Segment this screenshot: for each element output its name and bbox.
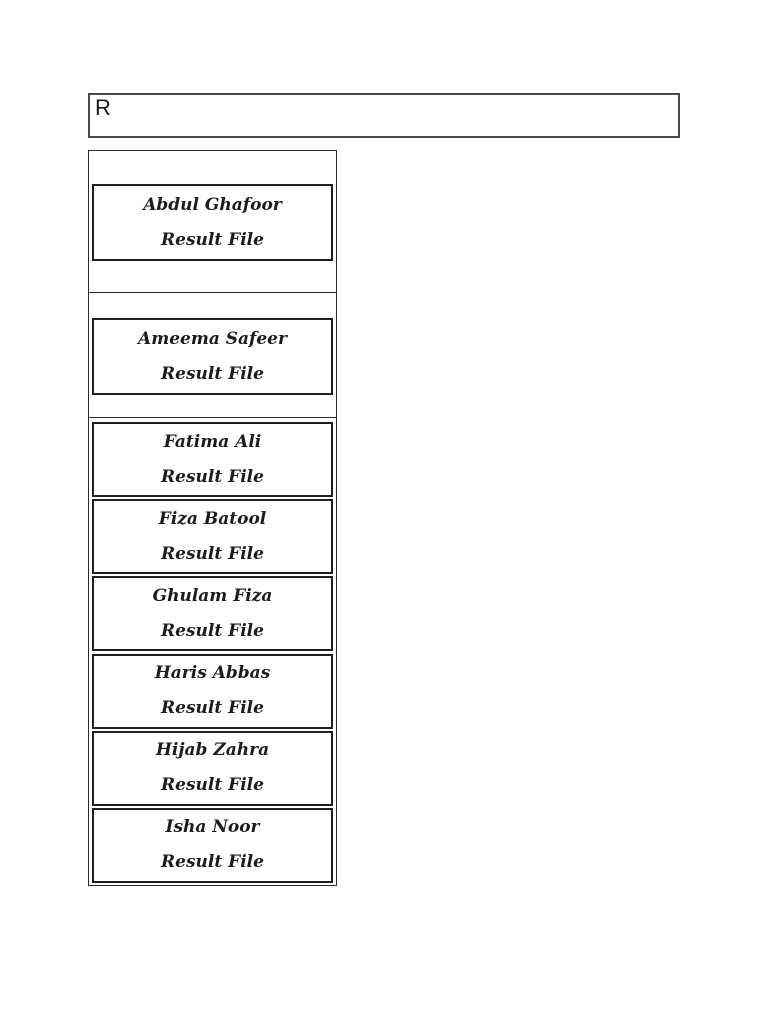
student-name: Hijab Zahra xyxy=(155,740,270,761)
file-label: Result File xyxy=(161,775,264,796)
text-input[interactable]: R xyxy=(88,93,680,138)
file-label: Result File xyxy=(161,466,264,487)
list-cell: Abdul Ghafoor Result File xyxy=(89,151,336,293)
result-file-link[interactable]: Hijab Zahra Result File xyxy=(92,730,333,806)
file-label: Result File xyxy=(161,543,264,564)
student-name: Isha Noor xyxy=(165,817,260,838)
student-name: Abdul Ghafoor xyxy=(143,194,282,215)
result-file-link[interactable]: Abdul Ghafoor Result File xyxy=(92,184,333,261)
result-file-list: Abdul Ghafoor Result File Ameema Safeer … xyxy=(88,150,337,886)
result-file-link[interactable]: Fatima Ali Result File xyxy=(92,422,333,497)
student-name: Fatima Ali xyxy=(163,431,262,452)
result-file-link[interactable]: Ameema Safeer Result File xyxy=(92,318,333,395)
file-label: Result File xyxy=(161,229,264,250)
student-name: Haris Abbas xyxy=(154,663,271,684)
list-cell-group: Fatima Ali Result File Fiza Batool Resul… xyxy=(89,418,336,885)
file-label: Result File xyxy=(161,698,264,719)
list-cell: Ameema Safeer Result File xyxy=(89,293,336,418)
student-name: Ghulam Fiza xyxy=(152,585,273,606)
result-file-link[interactable]: Isha Noor Result File xyxy=(92,807,333,883)
result-file-link[interactable]: Haris Abbas Result File xyxy=(92,653,333,729)
student-name: Ameema Safeer xyxy=(138,328,287,349)
file-label: Result File xyxy=(161,852,264,873)
file-label: Result File xyxy=(161,620,264,641)
result-file-link[interactable]: Fiza Batool Result File xyxy=(92,499,333,575)
result-file-link[interactable]: Ghulam Fiza Result File xyxy=(92,576,333,652)
student-name: Fiza Batool xyxy=(158,508,267,529)
file-label: Result File xyxy=(161,363,264,384)
